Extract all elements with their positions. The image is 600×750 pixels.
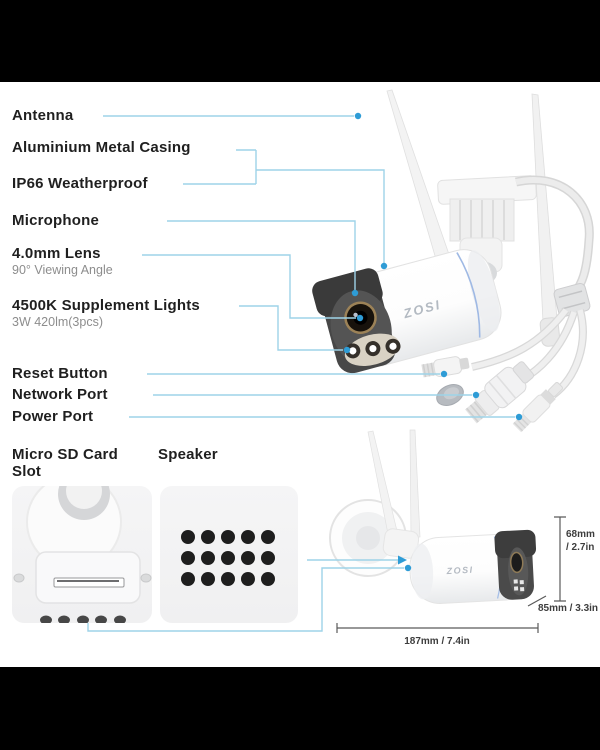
letterbox-top: [0, 0, 600, 82]
diagram-area: ZOSI: [0, 82, 600, 667]
leader-dots: [343, 112, 523, 572]
dim-height-label-1: 68mm: [566, 529, 595, 540]
label-lens-sub: 90° Viewing Angle: [12, 263, 113, 277]
label-lens: 4.0mm Lens: [12, 245, 101, 262]
dim-depth-label: 85mm / 3.3in: [538, 603, 598, 614]
leader-lines: [87, 115, 515, 632]
antenna-right: [531, 93, 558, 323]
dimension-lines: [336, 516, 566, 633]
label-microphone: Microphone: [12, 212, 99, 229]
sd-card-slot: [53, 577, 125, 588]
dim-length-line: [336, 623, 539, 633]
label-sd-card-slot: Micro SD Card Slot: [12, 446, 118, 480]
diagram-graphics: ZOSI: [12, 89, 598, 647]
label-metal-casing: Aluminium Metal Casing: [12, 139, 191, 156]
camera-side-view: ZOSI: [329, 429, 537, 604]
label-antenna: Antenna: [12, 107, 74, 124]
leader-sdcard: [87, 567, 404, 632]
camera-body: ZOSI: [312, 249, 502, 374]
leader-lens: [142, 254, 356, 319]
body-accent-line: [456, 252, 481, 338]
label-network-port: Network Port: [12, 386, 108, 403]
speaker-panel: [160, 486, 298, 623]
dim-length-label: 187mm / 7.4in: [404, 636, 470, 647]
leader-casing-ip66: [183, 149, 385, 263]
sd-slot-panel: [12, 486, 152, 623]
antenna-right: [409, 429, 421, 539]
dimension-labels: 68mm / 2.7in 85mm / 3.3in 187mm / 7.4in: [404, 529, 598, 647]
leader-lights: [239, 305, 343, 351]
speaker-holes: [181, 530, 275, 586]
dim-height-label-2: / 2.7in: [566, 542, 594, 553]
leader-microphone: [167, 220, 356, 290]
screw-hole: [13, 573, 25, 583]
camera-front-view: ZOSI: [312, 89, 594, 433]
label-reset-button: Reset Button: [12, 365, 108, 382]
dim-depth-line: [527, 595, 547, 607]
dim-height-line: [554, 516, 566, 602]
screw-hole: [140, 573, 152, 583]
supplement-lights: [345, 338, 401, 359]
label-power-port: Power Port: [12, 408, 94, 425]
bottom-speaker-holes: [40, 615, 126, 623]
brand-logo-side: ZOSI: [445, 565, 474, 576]
lens-side: [509, 551, 524, 574]
label-weatherproof: IP66 Weatherproof: [12, 175, 148, 192]
label-lights-sub: 3W 420lm(3pcs): [12, 315, 103, 329]
power-connector: [512, 382, 563, 433]
letterbox-bottom: [0, 667, 600, 750]
reset-connector: [421, 356, 470, 378]
label-speaker: Speaker: [158, 446, 218, 463]
camera-body-side: ZOSI: [409, 529, 537, 604]
label-supplement-lights: 4500K Supplement Lights: [12, 297, 200, 314]
leader-speaker-arrow: [398, 555, 407, 565]
